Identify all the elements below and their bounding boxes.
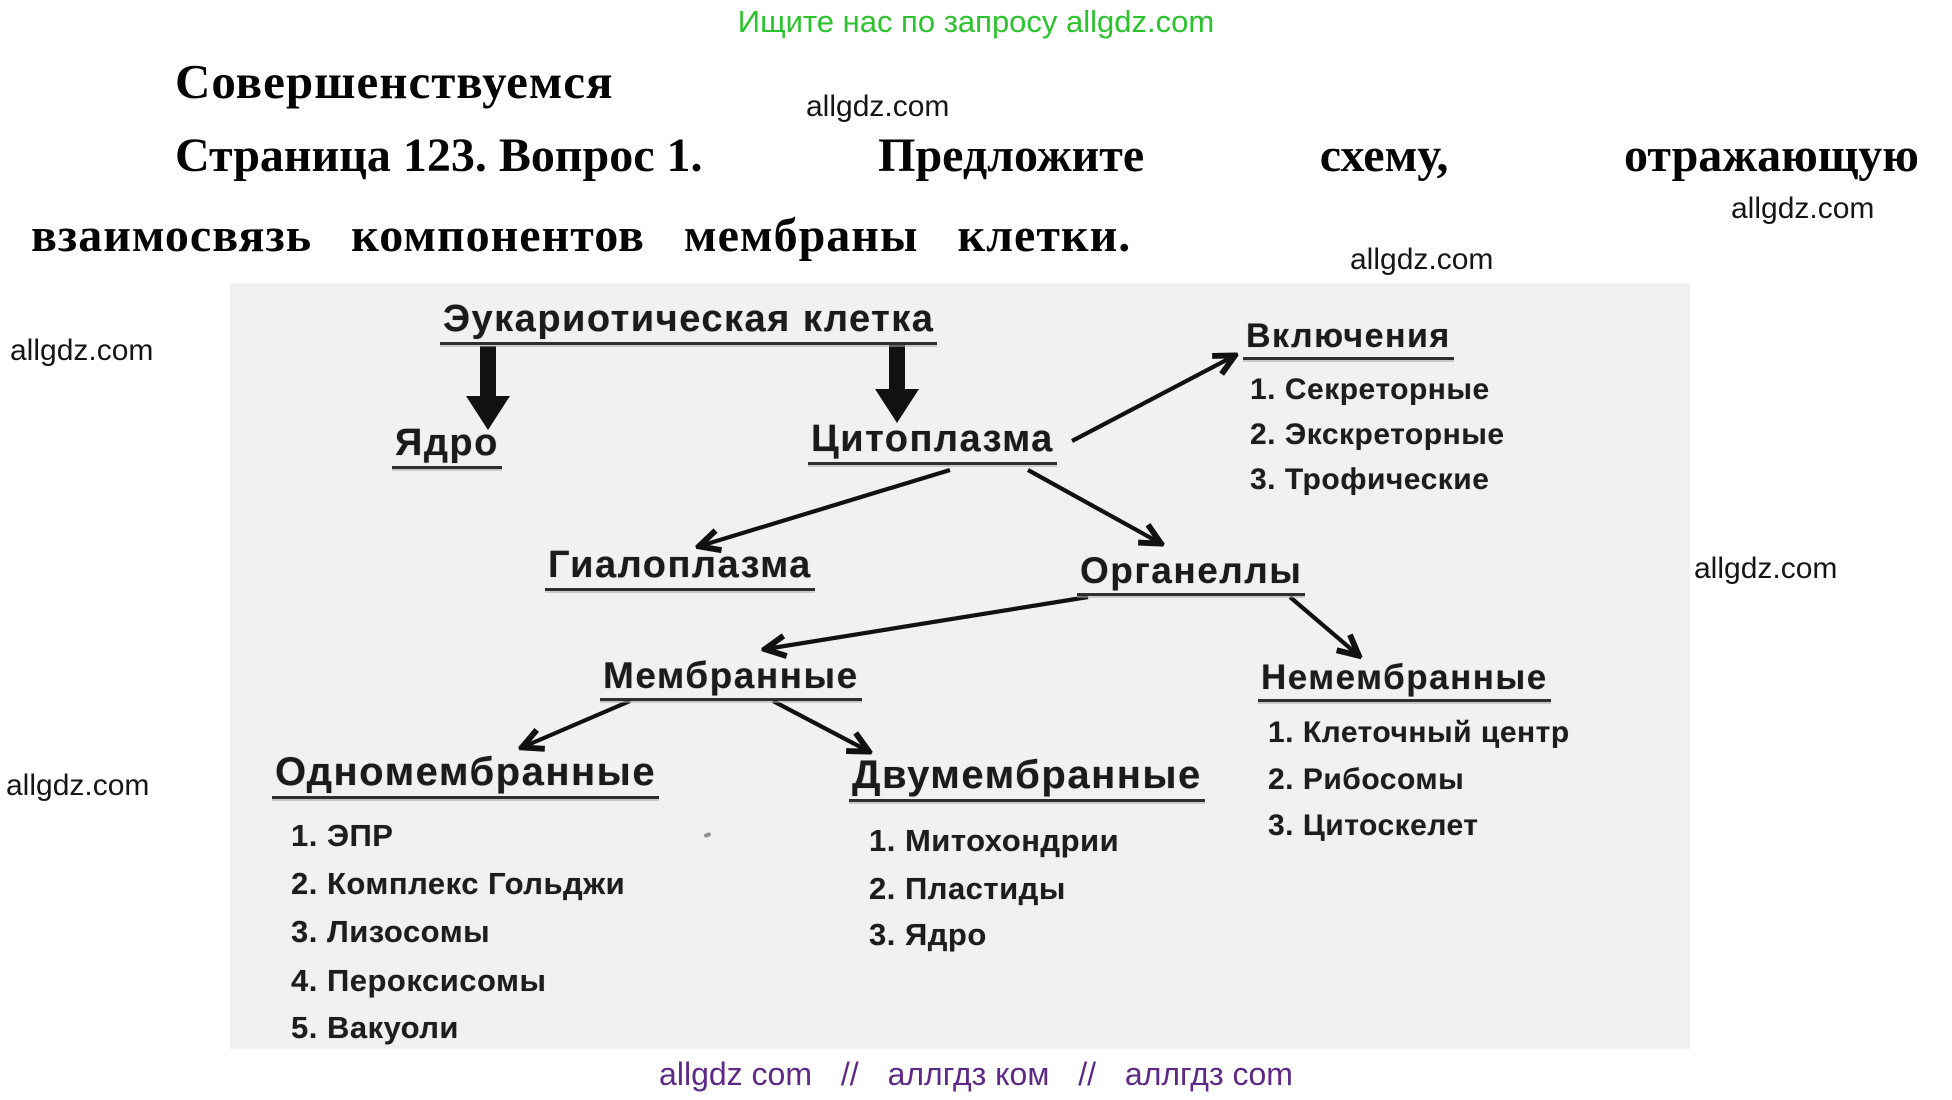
node-nucleus: Ядро bbox=[392, 424, 502, 469]
footer-site-2: аллгдз ком bbox=[887, 1056, 1050, 1092]
node-cytoplasm: Цитоплазма bbox=[808, 420, 1057, 465]
node-hyaloplasm: Гиалоплазма bbox=[545, 546, 815, 591]
list-item: 1. Митохондрии bbox=[869, 823, 1120, 858]
watermark: allgdz.com bbox=[1694, 552, 1838, 585]
list-item: 3. Лизосомы bbox=[291, 914, 491, 949]
list-item: 1. ЭПР bbox=[291, 818, 394, 853]
list-item: 5. Вакуоли bbox=[291, 1010, 459, 1045]
list-item: 2. Комплекс Гольджи bbox=[291, 866, 626, 901]
node-double-membrane: Двумембранные bbox=[849, 755, 1205, 802]
question-line1-word-2: Предложите bbox=[878, 129, 1145, 182]
node-inclusions: Включения bbox=[1243, 319, 1454, 360]
footer-separator: // bbox=[1078, 1056, 1096, 1092]
list-item: 2. Пластиды bbox=[869, 871, 1066, 906]
list-item: 4. Пероксисомы bbox=[291, 963, 547, 998]
watermark: allgdz.com bbox=[6, 769, 150, 802]
watermark: allgdz.com bbox=[806, 90, 950, 123]
promo-banner: Ищите нас по запросу allgdz.com bbox=[737, 4, 1215, 39]
footer-site-1: allgdz com bbox=[659, 1056, 812, 1092]
node-non-membrane: Немембранные bbox=[1258, 660, 1551, 702]
question-line-2: взаимосвязь компонентов мембраны клетки. bbox=[31, 209, 1132, 262]
watermark: allgdz.com bbox=[10, 334, 154, 367]
watermark: allgdz.com bbox=[1350, 243, 1494, 276]
list-item: 3. Ядро bbox=[869, 917, 987, 952]
section-heading: Совершенствуемся bbox=[175, 54, 614, 109]
list-item: 3. Цитоскелет bbox=[1268, 809, 1479, 842]
footer-sites: allgdz com // аллгдз ком // аллгдз com bbox=[659, 1056, 1293, 1093]
question-line1-word-4: отражающую bbox=[1624, 129, 1919, 182]
list-item: 2. Рибосомы bbox=[1268, 763, 1465, 796]
node-membrane: Мембранные bbox=[600, 657, 862, 701]
list-item: 1. Клеточный центр bbox=[1268, 716, 1570, 749]
list-item: 1. Секреторные bbox=[1250, 373, 1490, 406]
list-item: 3. Трофические bbox=[1250, 463, 1490, 496]
question-line1-word-3: схему, bbox=[1319, 129, 1449, 182]
footer-site-3: аллгдз com bbox=[1124, 1056, 1293, 1092]
question-line-1: Страница 123. Вопрос 1. Предложите схему… bbox=[175, 128, 1919, 183]
question-line1-page-ref: Страница 123. Вопрос 1. bbox=[175, 129, 703, 182]
node-organelles: Органеллы bbox=[1077, 552, 1306, 596]
watermark: allgdz.com bbox=[1731, 192, 1875, 225]
footer-separator: // bbox=[840, 1056, 859, 1092]
node-eukaryotic-cell: Эукариотическая клетка bbox=[440, 300, 938, 345]
list-item: 2. Экскреторные bbox=[1250, 418, 1505, 451]
node-single-membrane: Одномембранные bbox=[272, 752, 660, 799]
